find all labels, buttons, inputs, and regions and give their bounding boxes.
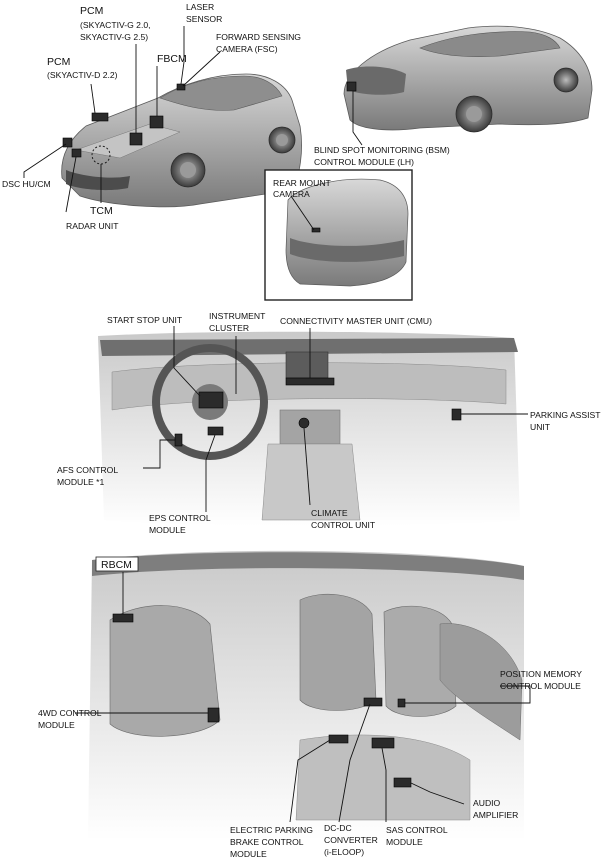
audio-marker [393, 777, 412, 788]
afs-label: AFS CONTROL MODULE *1 [57, 465, 120, 487]
leader-lines [23, 26, 531, 823]
start-stop-marker [198, 391, 224, 409]
labels: PCM (SKYACTIV-G 2.0, SKYACTIV-G 2.5) PCM… [2, 2, 603, 859]
interior-illustration [88, 550, 524, 840]
rear-car-illustration [343, 25, 593, 133]
eps-label: EPS CONTROL MODULE [149, 513, 213, 535]
cmu-label: CONNECTIVITY MASTER UNIT (CMU) [280, 316, 432, 326]
afs-marker [174, 433, 183, 447]
climate-label: CLIMATE CONTROL UNIT [311, 508, 376, 530]
pcm-d-label: PCM (SKYACTIV-D 2.2) [47, 56, 118, 80]
fsc-label: FORWARD SENSING CAMERA (FSC) [216, 32, 303, 54]
radar-marker [71, 148, 82, 158]
audio-label: AUDIO AMPLIFIER [473, 798, 518, 820]
eps-marker [207, 426, 224, 436]
rbcm-label: RBCM [101, 559, 132, 571]
parking-assist-label: PARKING ASSIST UNIT [530, 410, 603, 432]
laser-sensor-label: LASER SENSOR [186, 2, 222, 24]
rbcm-marker [112, 613, 134, 623]
pcm-g-marker [129, 132, 143, 146]
sas-label: SAS CONTROL MODULE [386, 825, 450, 847]
position-memory-marker [397, 698, 406, 708]
power-module-marker [363, 697, 383, 707]
climate-marker [298, 417, 310, 429]
front-car-illustration [61, 73, 302, 208]
tcm-label: TCM [90, 205, 113, 217]
radar-label: RADAR UNIT [66, 221, 119, 231]
module-markers [62, 81, 462, 788]
awd-label: 4WD CONTROL MODULE [38, 708, 104, 730]
parking-assist-marker [451, 408, 462, 421]
pcm-d-marker [91, 112, 109, 122]
dcdc-label: DC-DC CONVERTER (i-ELOOP) [324, 823, 380, 857]
tcm-marker [91, 145, 111, 165]
position-memory-label: POSITION MEMORY CONTROL MODULE [500, 669, 584, 691]
rear-camera-label: REAR MOUNT CAMERA [273, 178, 333, 199]
bsm-marker [346, 81, 357, 92]
epb-marker [328, 734, 349, 744]
rbcm-label-box [95, 556, 139, 572]
dsc-label: DSC HU/CM [2, 179, 51, 189]
dsc-marker [62, 137, 73, 148]
cmu-marker [285, 377, 335, 386]
instrument-cluster-label: INSTRUMENT CLUSTER [209, 311, 268, 333]
pcm-g-label: PCM (SKYACTIV-G 2.0, SKYACTIV-G 2.5) [80, 5, 153, 42]
sas-marker [371, 737, 395, 749]
epb-label: ELECTRIC PARKING BRAKE CONTROL MODULE [230, 825, 315, 859]
start-stop-label: START STOP UNIT [107, 315, 183, 325]
fbcm-label: FBCM [157, 53, 187, 65]
rear-camera-inset [264, 169, 413, 301]
bsm-label: BLIND SPOT MONITORING (BSM) CONTROL MODU… [314, 145, 452, 167]
awd-marker [207, 707, 220, 723]
fbcm-marker [149, 115, 164, 129]
